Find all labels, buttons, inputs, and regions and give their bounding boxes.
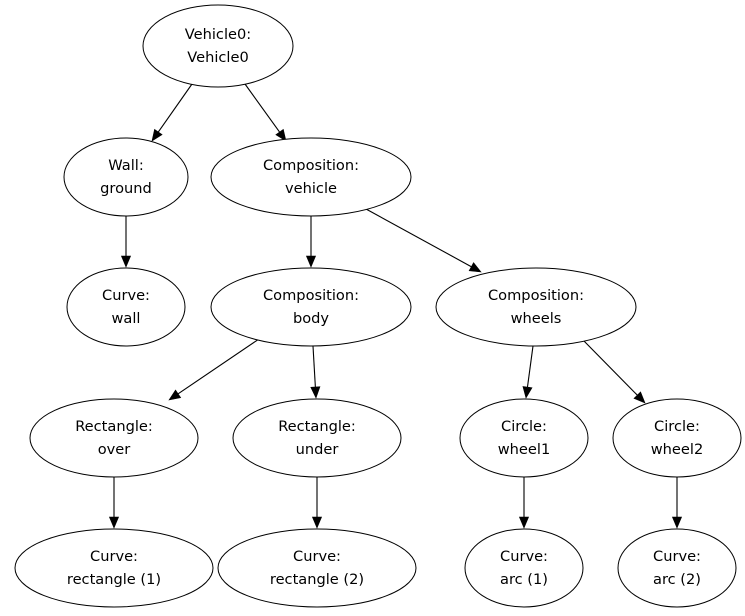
- node-label-line1: Curve:: [653, 548, 701, 565]
- edges-layer: [108, 83, 683, 529]
- node-label-line2: body: [293, 310, 329, 327]
- edge-rectangle-under-to-curve-rectangle-2: [311, 477, 323, 529]
- edge-composition-wheels-to-circle-wheel2: [582, 339, 646, 404]
- node-curve-rectangle-1[interactable]: Curve: rectangle (1): [14, 528, 214, 608]
- arrowhead-icon: [310, 386, 321, 399]
- edge-circle-wheel1-to-curve-arc-1: [518, 477, 530, 529]
- edge-composition-vehicle-to-composition-wheels: [365, 208, 482, 273]
- node-ellipse[interactable]: [66, 267, 186, 347]
- node-label-line1: Curve:: [90, 548, 138, 565]
- edge-line: [244, 83, 281, 133]
- edge-line: [582, 339, 638, 396]
- node-label-line1: Vehicle0:: [185, 26, 251, 43]
- edge-composition-body-to-rectangle-over: [168, 338, 260, 401]
- node-ellipse[interactable]: [14, 528, 214, 608]
- node-circle-wheel2[interactable]: Circle: wheel2: [612, 398, 742, 478]
- edge-line: [312, 345, 316, 388]
- node-ellipse[interactable]: [210, 137, 412, 217]
- node-label-line2: arc (1): [500, 571, 548, 588]
- node-curve-arc-1[interactable]: Curve: arc (1): [464, 528, 584, 608]
- node-label-line2: ground: [100, 180, 152, 197]
- arrowhead-icon: [522, 386, 533, 399]
- arrowhead-icon: [311, 516, 323, 529]
- node-label-line1: Circle:: [501, 418, 547, 435]
- arrowhead-icon: [151, 128, 163, 142]
- node-label-line2: rectangle (2): [270, 571, 364, 588]
- edge-line: [365, 208, 472, 268]
- node-label-line2: wheels: [511, 310, 562, 327]
- edge-wall-ground-to-curve-wall: [120, 216, 132, 268]
- node-rectangle-over[interactable]: Rectangle: over: [29, 398, 199, 478]
- edge-composition-body-to-rectangle-under: [310, 345, 321, 399]
- node-label-line1: Curve:: [102, 287, 150, 304]
- arrowhead-icon: [120, 255, 132, 268]
- arrowhead-icon: [468, 262, 482, 273]
- node-ellipse[interactable]: [464, 528, 584, 608]
- node-label-line1: Curve:: [500, 548, 548, 565]
- edge-rectangle-over-to-curve-rectangle-1: [108, 477, 120, 529]
- node-ellipse[interactable]: [459, 398, 589, 478]
- node-label-line1: Circle:: [654, 418, 700, 435]
- node-label-line2: over: [98, 441, 131, 458]
- edge-circle-wheel2-to-curve-arc-2: [671, 477, 683, 529]
- node-composition-wheels[interactable]: Composition: wheels: [435, 267, 637, 347]
- edge-vehicle0-to-composition-vehicle: [244, 83, 287, 142]
- edge-line: [526, 345, 534, 388]
- node-composition-body[interactable]: Composition: body: [210, 267, 412, 347]
- node-composition-vehicle[interactable]: Composition: vehicle: [210, 137, 412, 217]
- arrowhead-icon: [633, 391, 646, 404]
- node-label-line2: under: [296, 441, 339, 458]
- node-vehicle0[interactable]: Vehicle0: Vehicle0: [142, 4, 294, 88]
- node-rectangle-under[interactable]: Rectangle: under: [232, 398, 402, 478]
- edge-composition-vehicle-to-composition-body: [305, 216, 317, 268]
- node-ellipse[interactable]: [435, 267, 637, 347]
- node-curve-arc-2[interactable]: Curve: arc (2): [617, 528, 737, 608]
- node-label-line2: wheel1: [498, 441, 550, 458]
- arrowhead-icon: [518, 516, 530, 529]
- node-label-line1: Rectangle:: [278, 418, 356, 435]
- edge-line: [177, 338, 260, 395]
- node-ellipse[interactable]: [612, 398, 742, 478]
- node-label-line2: rectangle (1): [67, 571, 161, 588]
- arrowhead-icon: [305, 255, 317, 268]
- node-wall-ground[interactable]: Wall: ground: [63, 137, 189, 217]
- node-ellipse[interactable]: [29, 398, 199, 478]
- node-ellipse[interactable]: [142, 4, 294, 88]
- node-label-line1: Curve:: [293, 548, 341, 565]
- node-ellipse[interactable]: [617, 528, 737, 608]
- arrowhead-icon: [275, 128, 287, 142]
- arrowhead-icon: [108, 516, 120, 529]
- node-ellipse[interactable]: [217, 528, 417, 608]
- node-curve-rectangle-2[interactable]: Curve: rectangle (2): [217, 528, 417, 608]
- node-ellipse[interactable]: [63, 137, 189, 217]
- node-label-line2: wall: [112, 310, 141, 327]
- node-label-line2: wheel2: [651, 441, 703, 458]
- node-label-line1: Wall:: [108, 157, 143, 174]
- node-label-line2: arc (2): [653, 571, 701, 588]
- edge-vehicle0-to-wall-ground: [151, 83, 193, 142]
- node-ellipse[interactable]: [210, 267, 412, 347]
- node-curve-wall[interactable]: Curve: wall: [66, 267, 186, 347]
- edge-composition-wheels-to-circle-wheel1: [522, 345, 534, 399]
- node-label-line1: Composition:: [488, 287, 584, 304]
- arrowhead-icon: [671, 516, 683, 529]
- edge-line: [157, 83, 193, 133]
- node-label-line2: vehicle: [285, 180, 337, 197]
- arrowhead-icon: [168, 389, 182, 401]
- node-label-line1: Rectangle:: [75, 418, 153, 435]
- node-label-line2: Vehicle0: [187, 49, 248, 66]
- node-label-line1: Composition:: [263, 287, 359, 304]
- node-ellipse[interactable]: [232, 398, 402, 478]
- node-circle-wheel1[interactable]: Circle: wheel1: [459, 398, 589, 478]
- nodes-layer: Vehicle0:Vehicle0Wall:groundComposition:…: [14, 4, 742, 608]
- node-label-line1: Composition:: [263, 157, 359, 174]
